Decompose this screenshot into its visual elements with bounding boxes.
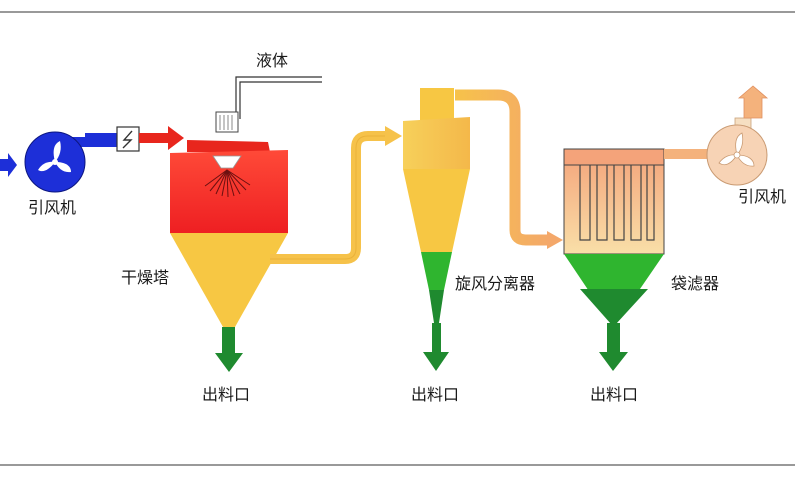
cyclone-to-bagfilter-pipe <box>455 89 550 246</box>
label-outlet-dryer: 出料口 <box>202 385 250 404</box>
label-fan-left: 引风机 <box>28 198 76 217</box>
filter-bags <box>579 165 655 241</box>
cyclone-discharge-arrow <box>423 323 449 371</box>
label-outlet-cyclone: 出料口 <box>411 385 459 404</box>
right-fan <box>706 117 768 186</box>
label-fan-right: 引风机 <box>738 187 786 206</box>
cyclone-inlet-arrowhead <box>385 126 402 146</box>
hot-air-arrow <box>139 126 184 150</box>
left-fan-blades-icon <box>38 141 71 173</box>
cyclone-separator <box>403 88 470 323</box>
exhaust-duct <box>664 149 709 159</box>
air-heater <box>116 126 140 152</box>
heater-bolt-icon <box>122 130 133 149</box>
bagfilter-inlet-arrowhead <box>547 231 563 249</box>
air-inlet-arrow <box>0 153 17 177</box>
atomizer-nozzle <box>212 155 242 169</box>
label-outlet-bag: 出料口 <box>590 385 638 404</box>
drying-tower <box>170 140 288 327</box>
dryer-to-cyclone-pipe <box>270 131 386 264</box>
right-fan-blades-icon <box>718 132 755 167</box>
label-liquid: 液体 <box>256 51 288 70</box>
label-cyclone: 旋风分离器 <box>455 274 535 293</box>
label-dryer: 干燥塔 <box>121 268 169 287</box>
liquid-feed-line <box>235 76 322 119</box>
exhaust-outlet-arrow <box>737 85 769 119</box>
atomizer-motor <box>215 111 239 133</box>
bagfilter-discharge-arrow <box>599 323 628 371</box>
dryer-discharge-arrow <box>215 327 243 372</box>
cold-air-duct <box>85 133 118 143</box>
label-bag-filter: 袋滤器 <box>671 274 719 293</box>
bag-filter <box>563 148 665 324</box>
spray-lines <box>204 169 251 198</box>
